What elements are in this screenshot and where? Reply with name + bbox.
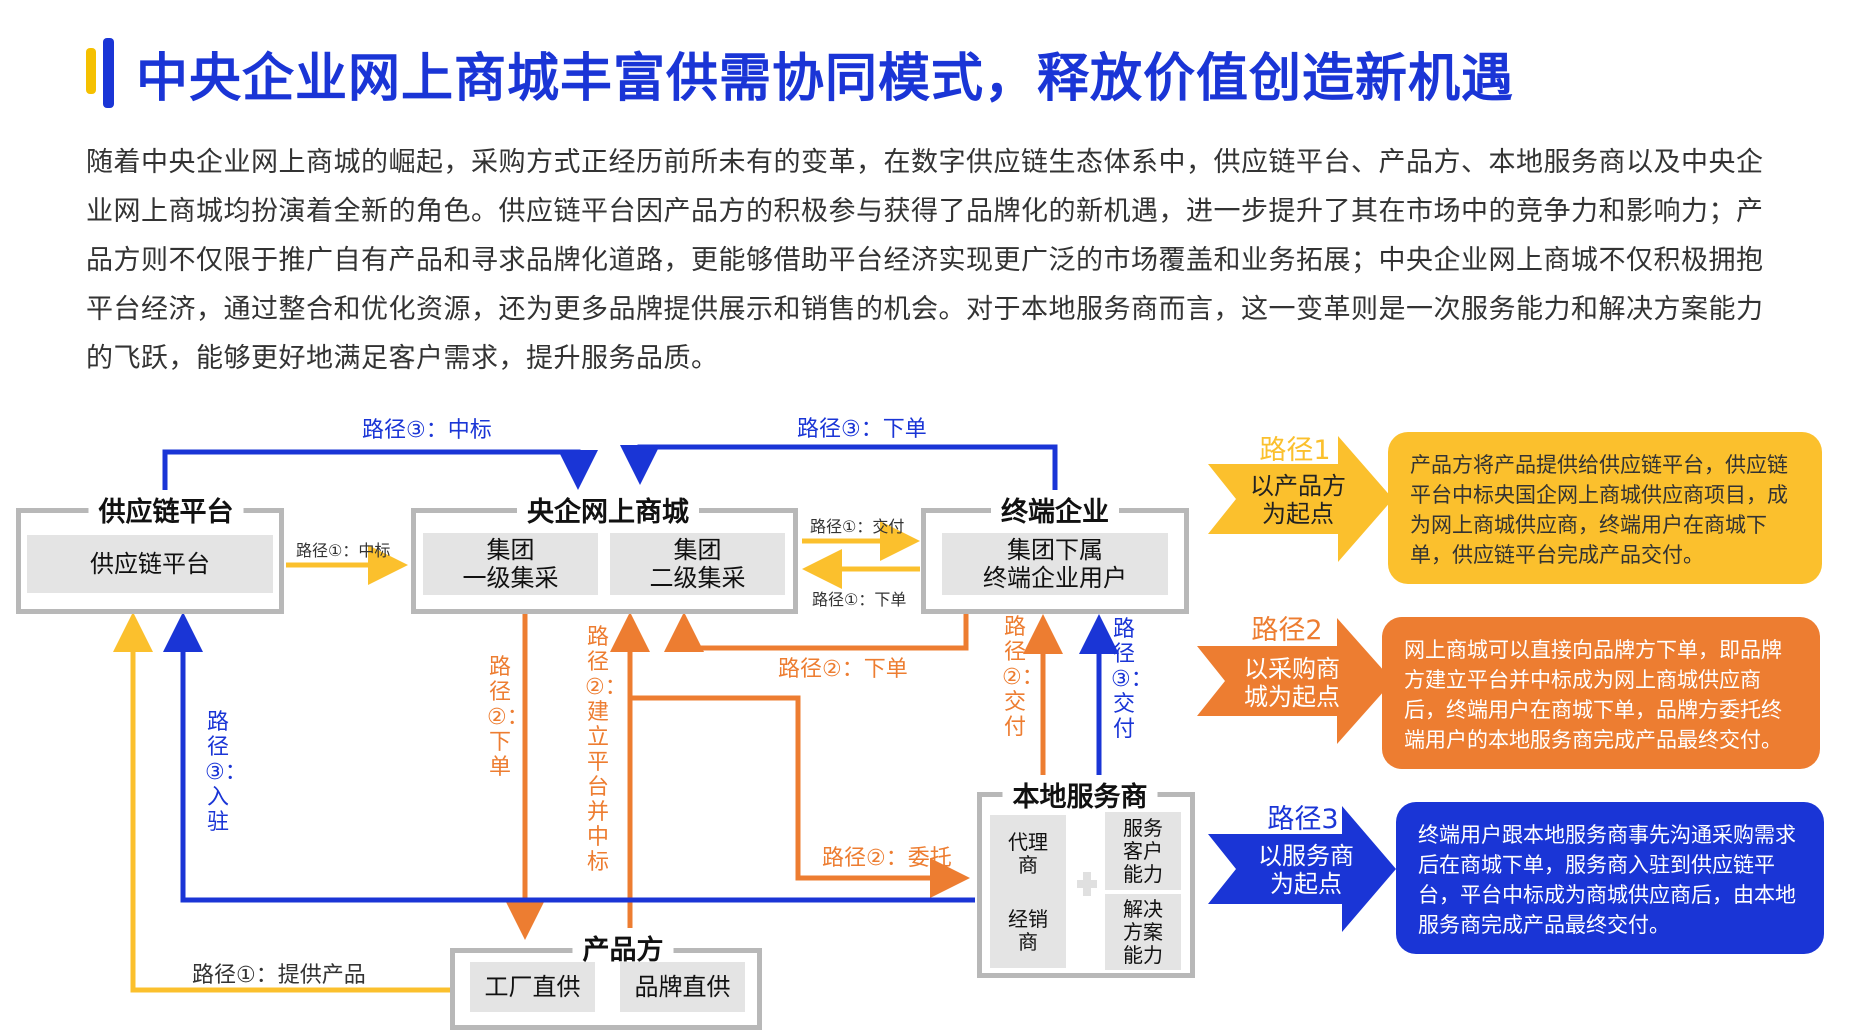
label-path1-provide: 路径①：提供产品	[192, 963, 366, 988]
title-accent-blue	[103, 38, 114, 108]
edge-path3-order	[620, 444, 1058, 508]
path3-description: 终端用户跟本地服务商事先沟通采购需求后在商城下单，服务商入驻到供应链平台，平台中…	[1396, 802, 1824, 954]
label-path1-deliver: 路径①：交付	[810, 517, 905, 536]
label-path3-settle: 路径③：入驻	[205, 710, 247, 835]
local-cell-solution: 解决 方案 能力	[1105, 894, 1181, 970]
label-path2-build: 路径②：建立平台并中标	[585, 625, 627, 875]
path3-chevron	[1208, 806, 1396, 932]
plus-icon	[1077, 872, 1097, 896]
path1-chevron	[1208, 436, 1393, 562]
supply-platform-title: 供应链平台	[88, 490, 244, 529]
label-path2-entrust: 路径②：委托	[822, 846, 952, 871]
page-title: 中央企业网上商城丰富供需协同模式，释放价值创造新机遇	[136, 49, 1515, 109]
mall-cell-level2: 集团 二级集采	[610, 533, 785, 595]
label-path2-terminal-order: 路径②：下单	[778, 657, 908, 682]
local-service-title: 本地服务商	[1002, 775, 1158, 814]
path2-chevron	[1197, 618, 1393, 744]
path2-description: 网上商城可以直接向品牌方下单，即品牌方建立平台并中标成为网上商城供应商后，终端用…	[1382, 617, 1820, 769]
path2-head: 路径2	[1251, 615, 1323, 646]
title-accent-yellow	[86, 48, 96, 94]
terminal-title: 终端企业	[991, 490, 1119, 529]
label-path1-order: 路径①：下单	[812, 590, 907, 609]
edge-path2-entrust	[630, 695, 970, 898]
path2-body: 以采购商 城为起点	[1244, 655, 1340, 711]
edge-path2-terminal-order	[664, 612, 969, 652]
local-cell-dealer: 经销 商	[990, 893, 1066, 968]
product-title: 产品方	[572, 928, 674, 967]
label-path1-bid: 路径①：中标	[296, 541, 391, 560]
path1-body: 以产品方 为起点	[1250, 472, 1346, 528]
path1-description: 产品方将产品提供给供应链平台，供应链平台中标央国企网上商城供应商项目，成为网上商…	[1388, 432, 1822, 584]
terminal-cell: 集团下属 终端企业用户	[942, 533, 1168, 595]
local-cell-service: 服务 客户 能力	[1105, 812, 1181, 890]
mall-cell-level1: 集团 一级集采	[423, 533, 598, 595]
product-cell-brand: 品牌直供	[620, 962, 745, 1012]
intro-paragraph: 随着中央企业网上商城的崛起，采购方式正经历前所未有的变革，在数字供应链生态体系中…	[86, 147, 1764, 374]
path3-body: 以服务商 为起点	[1258, 842, 1354, 898]
product-cell-factory: 工厂直供	[470, 962, 595, 1012]
label-path3-deliver: 路径③：交付	[1111, 617, 1153, 742]
edge-path3-bid	[162, 449, 598, 508]
label-path2-mall-order: 路径②：下单	[487, 655, 529, 780]
label-path3-order: 路径③：下单	[797, 417, 927, 442]
edge-path3-settle	[163, 612, 975, 903]
mall-title: 央企网上商城	[517, 490, 699, 529]
edge-path1-provide	[113, 612, 452, 993]
label-path2-deliver: 路径②：交付	[1002, 615, 1044, 740]
path1-head: 路径1	[1259, 435, 1331, 466]
supply-platform-cell: 供应链平台	[27, 535, 273, 593]
local-cell-agent: 代理 商	[990, 815, 1066, 893]
label-path3-bid: 路径③：中标	[362, 418, 492, 443]
path3-head: 路径3	[1267, 804, 1339, 835]
